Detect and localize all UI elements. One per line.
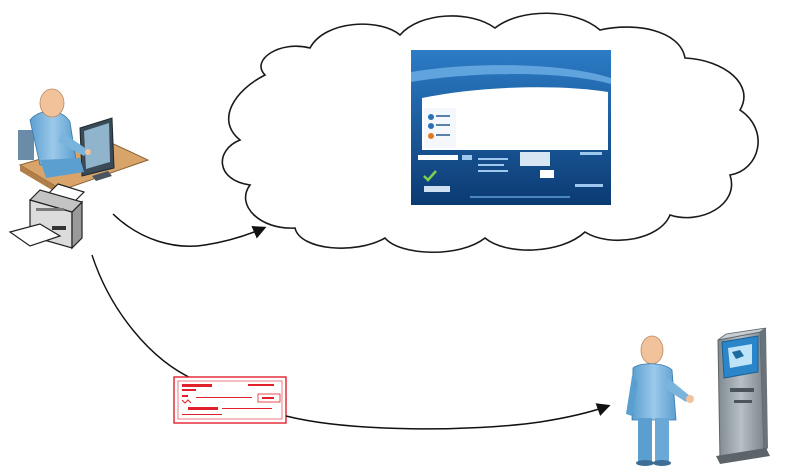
person-icon [626, 335, 694, 466]
connector-to-check [91, 254, 196, 381]
person-at-desk-icon [18, 88, 150, 196]
arrow-to-kiosk [285, 403, 611, 430]
printer-icon [8, 183, 86, 250]
website-screenshot [411, 50, 611, 205]
atm-kiosk-icon [716, 327, 770, 464]
arrow-to-cloud [112, 213, 267, 247]
check-document-icon [173, 376, 287, 424]
